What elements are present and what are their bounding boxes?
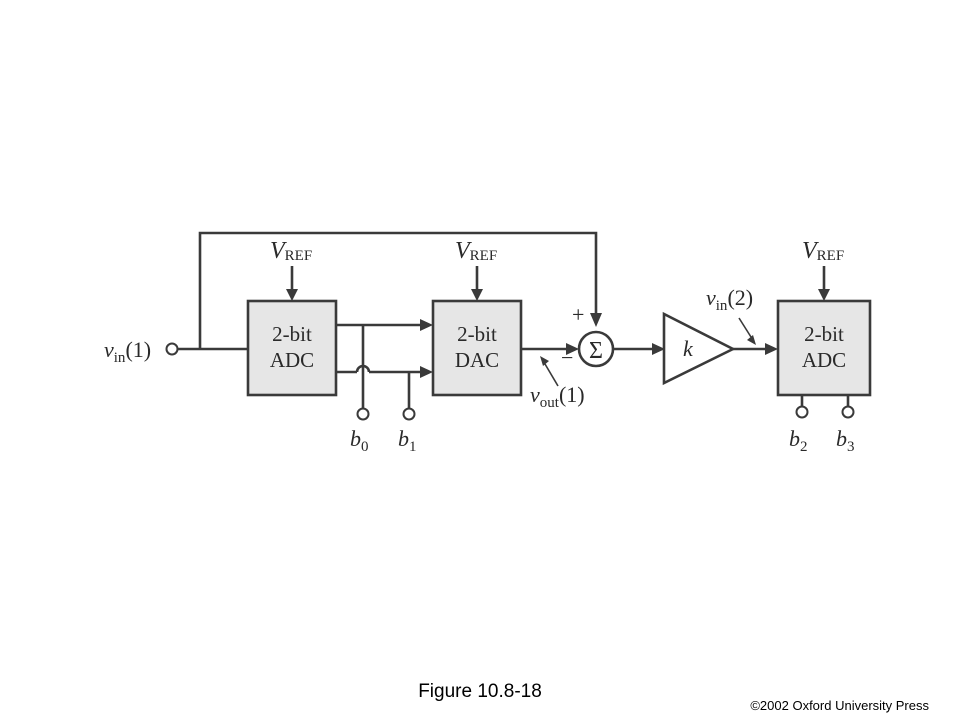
adc2-line1: 2-bit	[804, 322, 844, 346]
feedforward-wire	[198, 231, 598, 349]
vin1-label: vin(1)	[104, 337, 151, 366]
dac-line2: DAC	[455, 348, 499, 372]
b1-terminal	[402, 407, 416, 421]
vout1-pointer	[544, 363, 559, 387]
sum-symbol: Σ	[589, 338, 603, 364]
dac-block	[431, 299, 523, 397]
adc1-vref-label: VREF	[270, 238, 312, 264]
gain-output-arrowhead	[765, 343, 778, 355]
bit-b1-arrowhead	[420, 366, 433, 378]
vin2-label: vin(2)	[706, 285, 753, 314]
dac-output-arrowhead	[566, 343, 579, 355]
adc2-block	[776, 299, 872, 397]
feedforward-arrowhead	[590, 313, 602, 327]
dac-vref-arrowhead	[471, 289, 483, 301]
gain-k-label: k	[683, 336, 694, 361]
copyright-notice: ©2002 Oxford University Press	[750, 698, 929, 713]
gain-amplifier	[662, 311, 736, 386]
adc1-line1: 2-bit	[272, 322, 312, 346]
vout1-label: vout(1)	[530, 382, 585, 411]
adc1-line2: ADC	[270, 348, 314, 372]
b1-label: b1	[398, 426, 417, 455]
vout1-pointer-head	[540, 356, 549, 366]
vin1-terminal	[165, 342, 179, 356]
b3-terminal	[841, 405, 855, 419]
sum-output-arrowhead	[652, 343, 665, 355]
adc2-vref-arrowhead	[818, 289, 830, 301]
sum-plus-sign: +	[572, 302, 584, 327]
dac-vref-label: VREF	[455, 238, 497, 264]
b0-label: b0	[350, 426, 369, 455]
adc2-vref-label: VREF	[802, 238, 844, 264]
dac-line1: 2-bit	[457, 322, 497, 346]
b2-terminal	[795, 405, 809, 419]
adc1-block	[246, 299, 338, 397]
vin2-pointer-head	[747, 335, 756, 345]
sum-minus-sign: −	[561, 345, 573, 370]
vin2-pointer	[738, 317, 752, 338]
adc1-vref-arrowhead	[286, 289, 298, 301]
adc2-line2: ADC	[802, 348, 846, 372]
bit-b0-arrowhead	[420, 319, 433, 331]
figure-caption: Figure 10.8-18	[418, 681, 542, 702]
b3-label: b3	[836, 426, 855, 455]
b0-terminal	[356, 407, 370, 421]
b2-label: b2	[789, 426, 808, 455]
